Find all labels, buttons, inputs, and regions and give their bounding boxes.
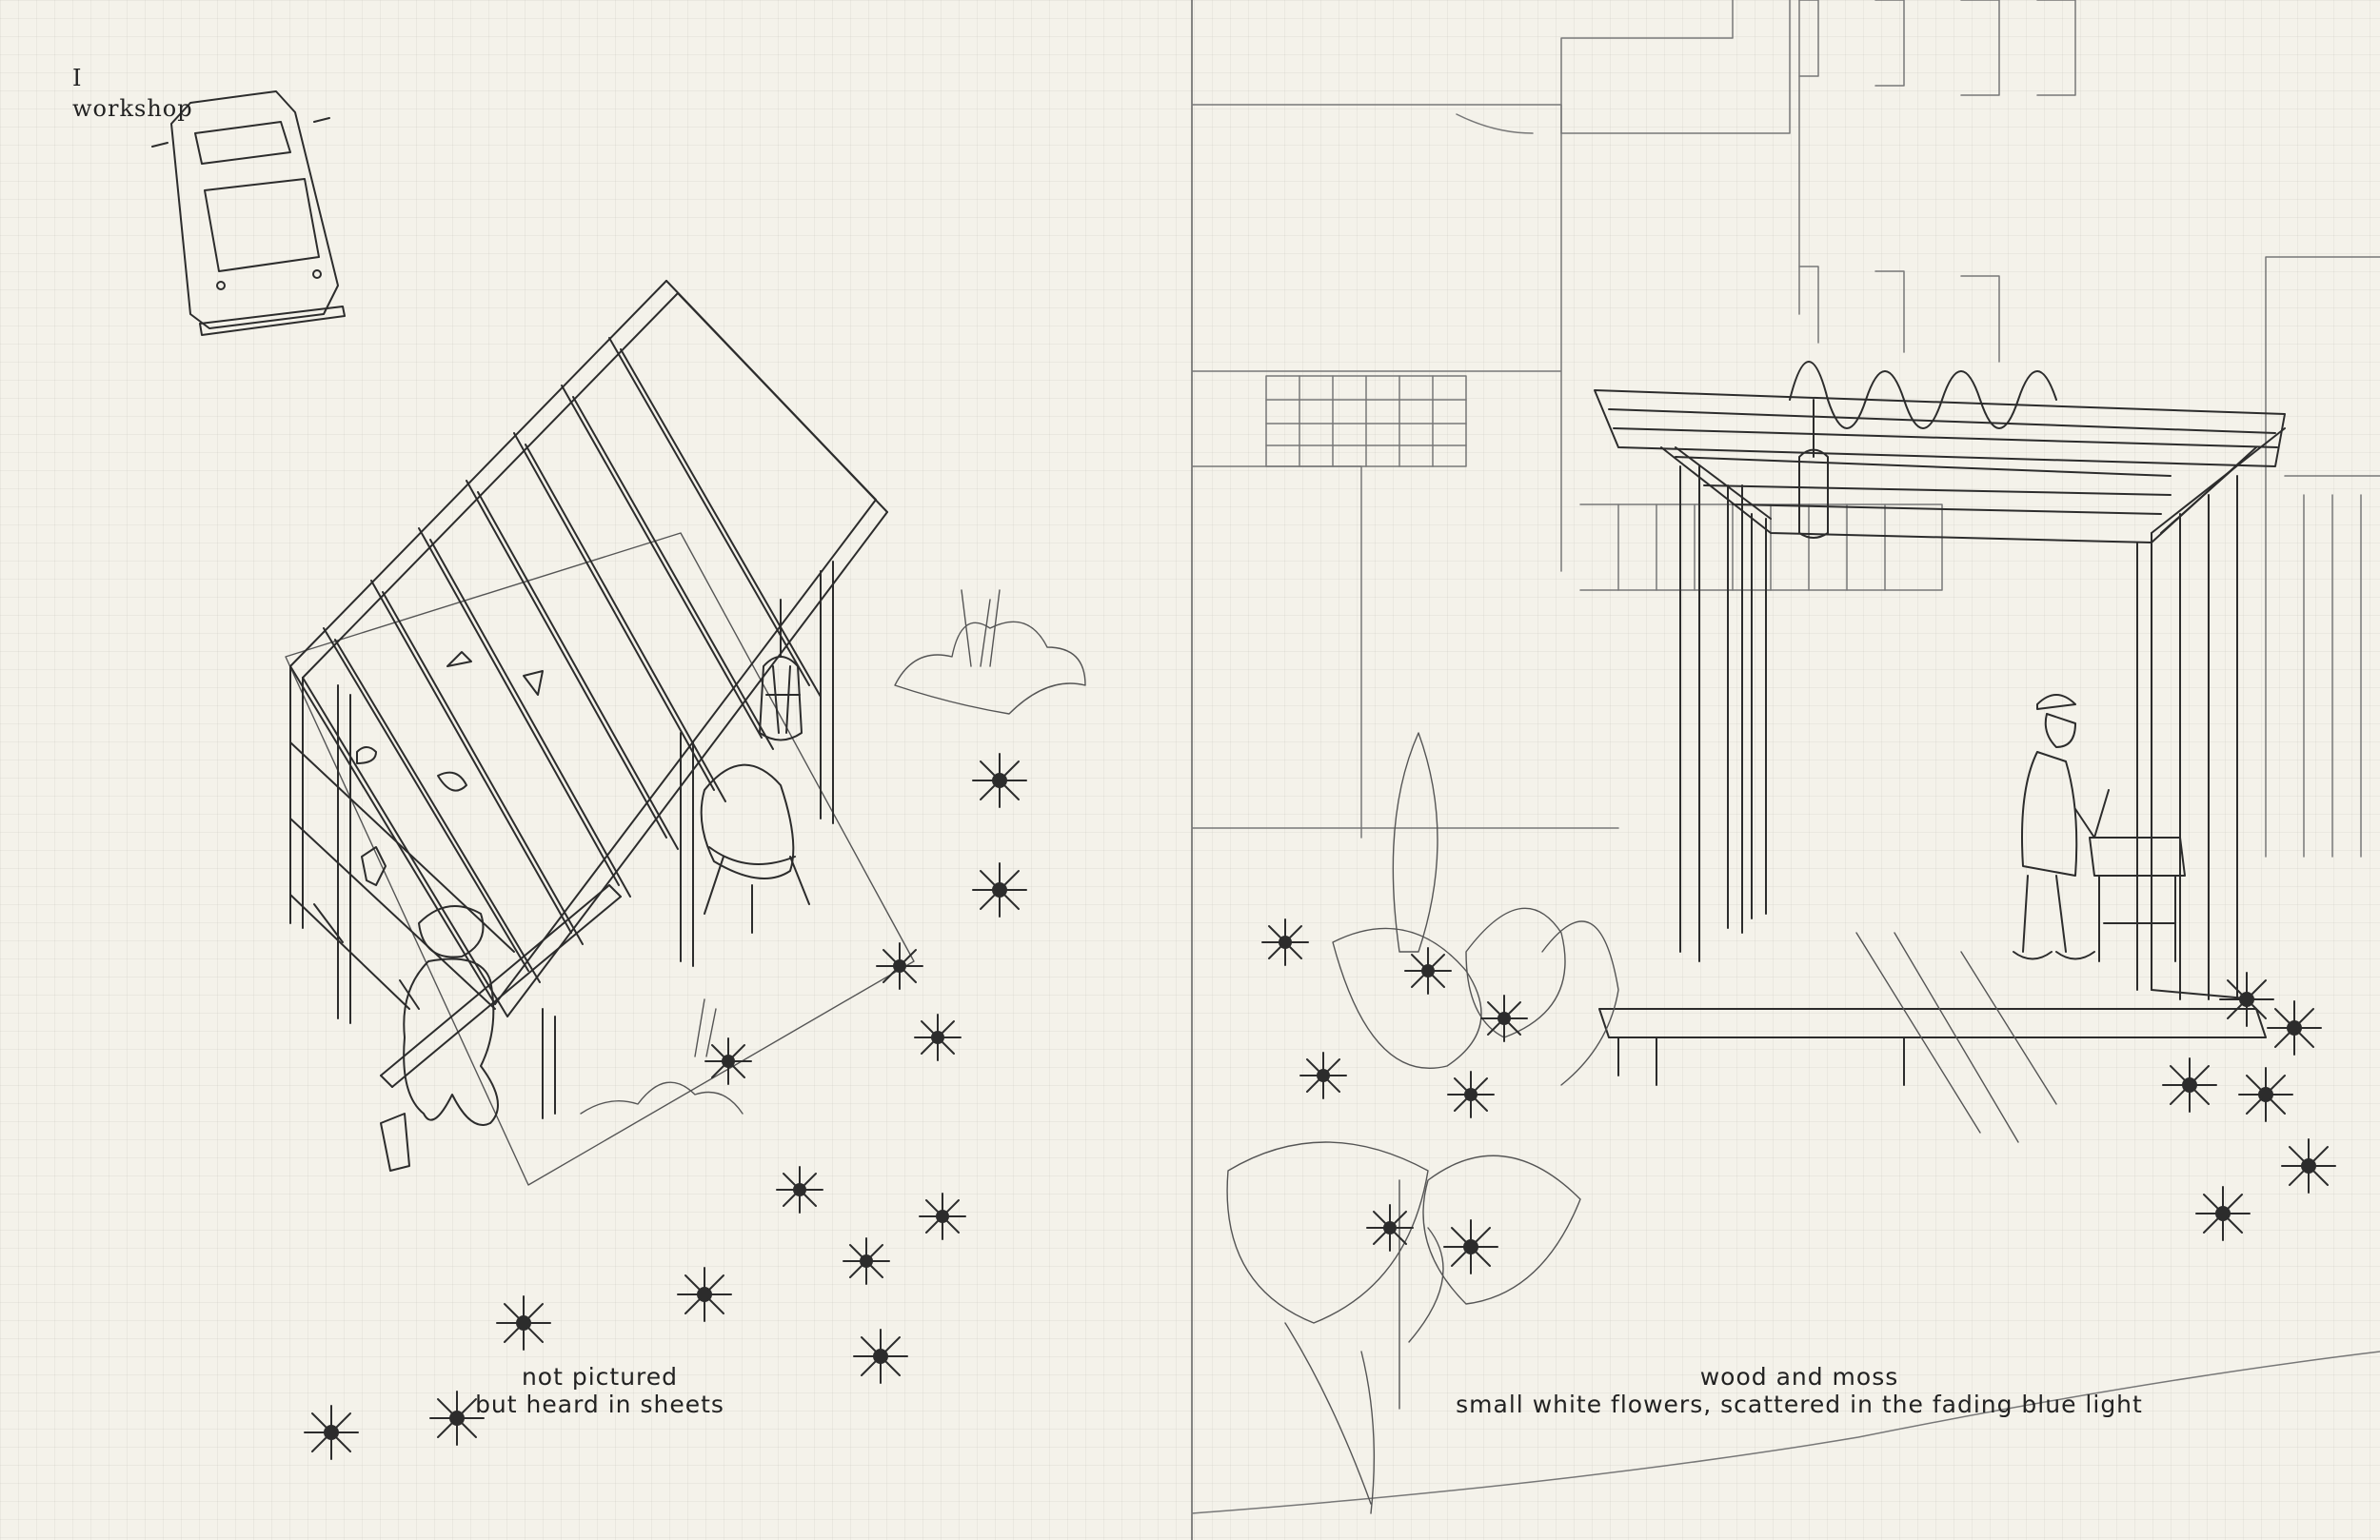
daisy-flowers-left	[304, 753, 1027, 1460]
left-caption-line-1: not pictured	[521, 1363, 679, 1391]
daisy-flowers-right	[1261, 918, 2336, 1274]
lily-foreground	[1226, 732, 1619, 1514]
right-caption: wood and moss small white flowers, scatt…	[1390, 1363, 2209, 1418]
background-buildings	[1191, 0, 2380, 1540]
pavilion-perspective	[1594, 361, 2286, 1143]
chapter-heading: I workshop	[72, 63, 193, 124]
chapter-numeral: I	[72, 65, 83, 91]
left-caption-line-2: but heard in sheets	[475, 1391, 724, 1418]
right-caption-line-1: wood and moss	[1699, 1363, 1899, 1391]
chapter-title: workshop	[72, 95, 193, 122]
car-drawing	[151, 90, 346, 336]
right-caption-line-2: small white flowers, scattered in the fa…	[1456, 1391, 2143, 1418]
left-page-plants	[580, 589, 1086, 1115]
left-caption: not pictured but heard in sheets	[409, 1363, 790, 1418]
workshop-axonometric	[285, 280, 915, 1186]
